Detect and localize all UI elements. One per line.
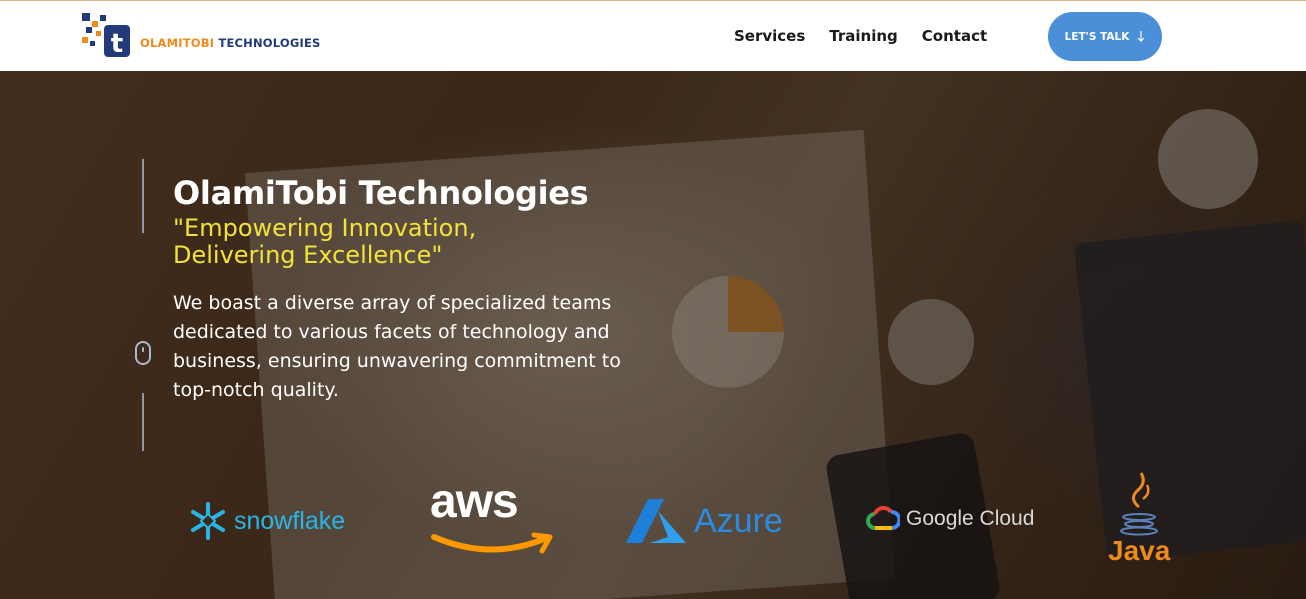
- azure-logo-icon: [626, 499, 686, 543]
- nav-contact[interactable]: Contact: [921, 27, 988, 45]
- logo-mark-icon: t: [82, 13, 130, 59]
- background-coffee-cup: [1158, 109, 1258, 209]
- amazon-smile-arrow-icon: [431, 532, 553, 554]
- brand-java: Java: [1108, 471, 1170, 567]
- lets-talk-label: LET'S TALK: [1064, 30, 1130, 43]
- brand-aws-label: aws: [430, 475, 519, 528]
- logo-text-accent: OLAMITOBI: [140, 36, 215, 50]
- scroll-line-bottom: [142, 393, 144, 451]
- brand-google-cloud-label: Google Cloud: [906, 507, 1035, 530]
- java-cup-icon: [1120, 472, 1159, 536]
- arrow-down-icon: [1137, 31, 1145, 42]
- google-cloud-icon: [866, 506, 900, 530]
- snowflake-icon: [191, 502, 225, 540]
- hero-section: OlamiTobi Technologies "Empowering Innov…: [0, 71, 1306, 599]
- site-header: t OLAMITOBI TECHNOLOGIES Services Traini…: [0, 0, 1306, 71]
- logo[interactable]: t OLAMITOBI TECHNOLOGIES: [80, 11, 320, 65]
- logo-mark-letter: t: [111, 29, 123, 59]
- mouse-scroll-icon[interactable]: [135, 341, 151, 365]
- brand-google-cloud: Google Cloud: [866, 506, 1034, 532]
- logo-text-main: TECHNOLOGIES: [218, 36, 321, 50]
- brand-logos: snowflake aws Azure Google Cloud: [0, 471, 1306, 599]
- hero-tagline: "Empowering Innovation, Delivering Excel…: [173, 214, 477, 269]
- background-coffee-cup-lid: [888, 299, 974, 385]
- nav-training[interactable]: Training: [829, 27, 898, 45]
- hero-description: We boast a diverse array of specialized …: [173, 292, 621, 401]
- brand-snowflake: snowflake: [188, 501, 345, 541]
- brand-snowflake-label: snowflake: [234, 506, 346, 535]
- brand-aws: aws: [430, 475, 554, 559]
- nav-services[interactable]: Services: [734, 27, 806, 45]
- logo-text: OLAMITOBI TECHNOLOGIES: [140, 36, 321, 50]
- lets-talk-button[interactable]: LET'S TALK: [1048, 12, 1162, 61]
- brand-java-label: Java: [1108, 535, 1171, 566]
- background-pie-chart: [672, 276, 784, 388]
- hero-title: OlamiTobi Technologies: [173, 174, 589, 212]
- main-nav: Services Training Contact: [734, 27, 987, 45]
- scroll-line-top: [142, 159, 144, 233]
- brand-azure-label: Azure: [694, 501, 783, 540]
- brand-azure: Azure: [624, 497, 783, 545]
